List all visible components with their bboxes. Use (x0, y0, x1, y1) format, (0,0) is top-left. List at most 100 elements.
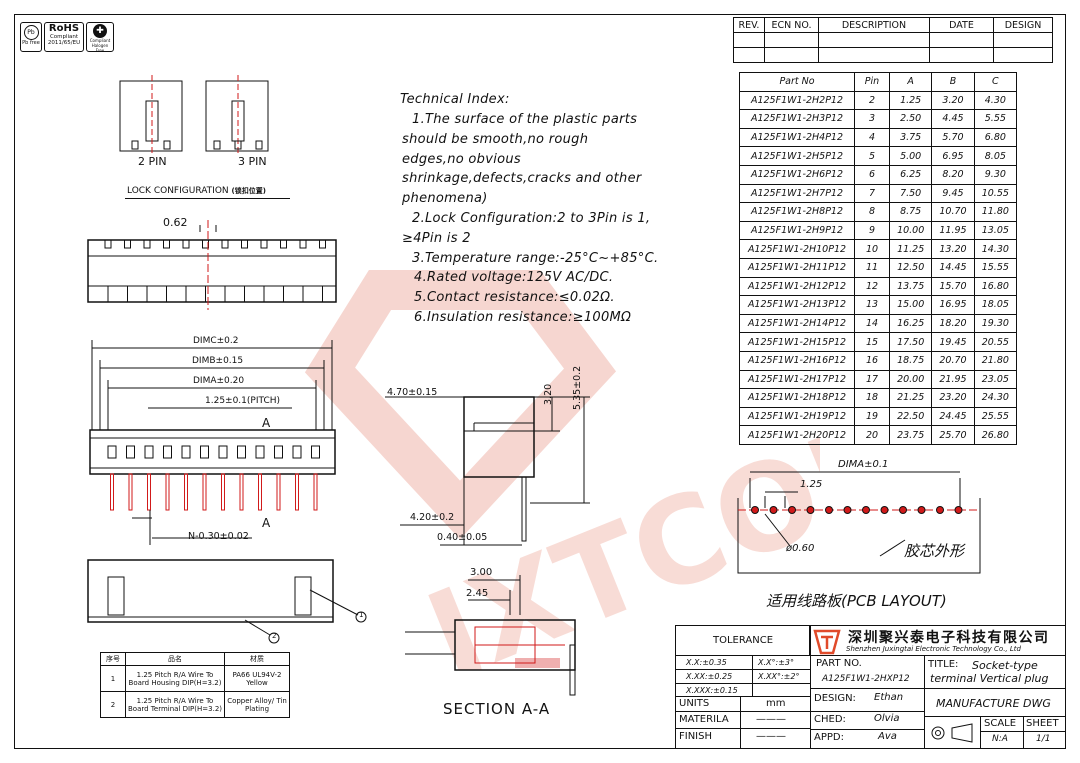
parts-cell: A125F1W1-2H12P12 (739, 276, 855, 297)
pcb-hole (917, 506, 926, 514)
h535-label: 5.35±0.2 (572, 365, 583, 410)
parts-cell: A125F1W1-2H8P12 (739, 202, 855, 222)
bottom-view-drawing (87, 559, 367, 644)
lock-2pin-label: 2 PIN (138, 155, 167, 168)
front-pin-window (255, 445, 265, 459)
top-pin (221, 239, 229, 249)
pcb-hole (788, 506, 796, 514)
parts-cell: 8 (854, 202, 890, 222)
parts-cell: 15.55 (973, 257, 1018, 278)
pcb-hole (843, 506, 852, 514)
parts-cell: 3 (854, 109, 890, 129)
parts-cell: 18.20 (931, 313, 975, 334)
tol-a1: X.X°:±3° (758, 658, 794, 667)
parts-cell: 13.20 (931, 239, 975, 259)
parts-cell: 5.55 (973, 109, 1018, 129)
parts-cell: A125F1W1-2H17P12 (739, 369, 855, 390)
rohs-sub1: Compliant (49, 34, 79, 40)
tech-line: ≥4Pin is 2 (402, 230, 471, 246)
mat-cell: 1.25 Pitch R/A Wire To Board Terminal DI… (125, 691, 225, 718)
parts-cell: 12 (854, 276, 890, 297)
pb-free-logo: Pb Pb free (20, 22, 42, 52)
top-view-drawing (87, 220, 337, 310)
parts-cell: 7 (854, 183, 890, 204)
tol-x: X.X:±0.35 (686, 658, 727, 667)
front-pin-lead (221, 473, 225, 511)
parts-cell: 18.05 (973, 295, 1018, 315)
mat-header-no: 序号 (100, 652, 126, 666)
parts-cell: 23.75 (888, 425, 933, 445)
tech-line: 2.Lock Configuration:2 to 3Pin is 1, (412, 210, 651, 226)
parts-cell: 25.55 (973, 406, 1018, 427)
design-value: Ethan (874, 692, 904, 703)
rohs-sub2: 2011/65/EU (47, 40, 81, 46)
front-pin-lead (147, 473, 151, 511)
parts-cell: 16.95 (931, 295, 975, 315)
parts-cell: 20.55 (973, 332, 1018, 352)
part-no-label: PART NO. (816, 658, 862, 669)
callout-1: 1 (359, 611, 364, 619)
pcb-layout-drawing (737, 471, 981, 574)
rohs-logo: RoHS Compliant 2011/65/EU (44, 22, 84, 52)
parts-cell: 24.30 (973, 388, 1018, 408)
parts-cell: 14.45 (931, 257, 975, 278)
section-marker-bottom: A (262, 516, 271, 530)
w470-label: 4.70±0.15 (387, 387, 438, 398)
parts-cell: 17 (854, 369, 890, 390)
parts-cell: 22.50 (888, 406, 933, 427)
parts-cell: 14.30 (973, 239, 1018, 259)
pcb-layout-title: 适用线路板(PCB LAYOUT) (766, 592, 947, 610)
pitch-top-dim: 0.62 (163, 216, 188, 229)
parts-cell: 23.05 (973, 369, 1018, 390)
rev-header: REV. (733, 17, 765, 33)
parts-cell: 18 (854, 388, 890, 408)
tech-line: should be smooth,no rough (402, 131, 589, 147)
tech-line: edges,no obvious (402, 151, 522, 167)
parts-cell: 11 (854, 257, 890, 278)
front-pin-window (144, 445, 154, 459)
lock-configuration-drawing (119, 75, 269, 155)
pcb-hole (936, 506, 944, 514)
units-label: UNITS (679, 698, 710, 709)
top-pin (104, 239, 112, 249)
mat-cell: PA66 UL94V-2 Yellow (224, 665, 290, 692)
pcb-hole (862, 506, 870, 514)
parts-cell: 13.75 (888, 276, 933, 297)
parts-cell: 18.75 (888, 350, 933, 371)
callout-2: 2 (272, 632, 277, 640)
parts-cell: 10.55 (973, 183, 1018, 204)
mat-cell: 1.25 Pitch R/A Wire To Board Housing DIP… (125, 665, 225, 692)
tech-line: phenomena) (402, 191, 488, 207)
parts-cell: 5.70 (931, 127, 975, 148)
pcb-hole (880, 506, 889, 514)
tech-line: 1.The surface of the plastic parts (412, 112, 638, 127)
ched-value: Olvia (874, 713, 900, 724)
ched-label: CHED: (814, 714, 846, 725)
pcb-hole (806, 506, 815, 514)
parts-cell: A125F1W1-2H9P12 (739, 220, 855, 241)
pcb-hole (751, 506, 759, 514)
appd-value: Ava (878, 731, 897, 742)
tol-xx: X.XX:±0.25 (686, 672, 733, 681)
parts-cell: A125F1W1-2H11P12 (739, 257, 855, 278)
tech-line: 4.Rated voltage:125V AC/DC. (414, 270, 614, 286)
tol-xxx: X.XXX:±0.15 (686, 686, 738, 695)
parts-cell: 2.50 (888, 109, 933, 129)
front-pin-lead (313, 473, 318, 511)
title-label: TITLE: (928, 659, 959, 670)
front-pin-window (181, 445, 191, 459)
parts-cell: 10.00 (888, 220, 933, 241)
parts-cell: 15.00 (888, 295, 933, 315)
parts-cell: 11.95 (931, 220, 975, 241)
parts-cell: 12.50 (888, 257, 933, 278)
parts-cell: 5.00 (888, 146, 933, 166)
parts-cell: 5 (854, 146, 890, 166)
parts-cell: A125F1W1-2H13P12 (739, 295, 855, 315)
pcb-hole (825, 506, 833, 514)
parts-cell: A125F1W1-2H4P12 (739, 127, 855, 148)
parts-cell: A125F1W1-2H18P12 (739, 388, 855, 408)
front-pin-window (107, 445, 117, 459)
